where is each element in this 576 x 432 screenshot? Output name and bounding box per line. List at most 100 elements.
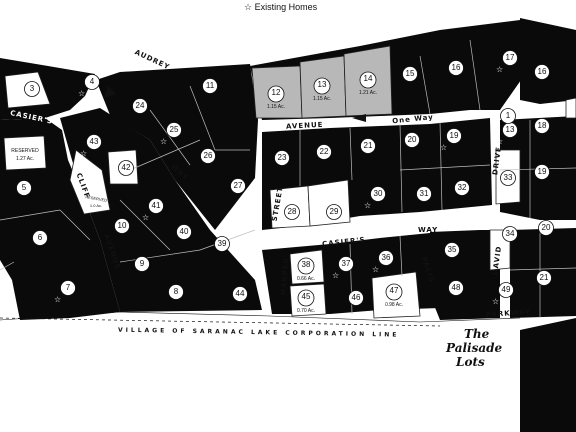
- lot-28[interactable]: 28: [284, 204, 300, 220]
- lot-12[interactable]: 121.15 Ac.: [267, 85, 285, 110]
- lot-7[interactable]: 7☆: [54, 280, 76, 305]
- lot-13[interactable]: 13☆: [496, 122, 518, 147]
- lot-21[interactable]: 21: [360, 138, 376, 154]
- lot-25[interactable]: 25☆: [160, 122, 182, 147]
- lot-42[interactable]: 42: [118, 160, 134, 176]
- lot-6[interactable]: 6: [32, 230, 48, 246]
- lot-8[interactable]: 8: [168, 284, 184, 300]
- lot-23[interactable]: 23: [274, 150, 290, 166]
- lot-35[interactable]: 35: [444, 242, 460, 258]
- lot-19[interactable]: 19: [534, 164, 550, 180]
- lot-circle: [134, 256, 150, 272]
- lot-circle: [313, 77, 331, 95]
- lot-circle: [402, 66, 418, 82]
- street-way-mid: WAY: [418, 226, 438, 234]
- lot-number: 33: [504, 173, 513, 182]
- lot-number: 31: [420, 189, 429, 198]
- lot-number: 3: [30, 84, 35, 93]
- lot-circle: [232, 286, 248, 302]
- lot-32[interactable]: 32: [454, 180, 470, 196]
- street-audrey: AUDREY: [133, 48, 171, 71]
- lot-49[interactable]: 49☆: [492, 282, 514, 307]
- lot-20[interactable]: 20: [404, 132, 420, 148]
- lot-38[interactable]: 380.66 Ac.: [297, 257, 315, 282]
- lot-40[interactable]: 40: [176, 224, 192, 240]
- reserved-west[interactable]: [3, 135, 47, 171]
- lot-11[interactable]: 11: [202, 78, 218, 94]
- lot-number: 27: [234, 181, 243, 190]
- lot-number: 30: [374, 189, 383, 198]
- block-northeast[interactable]: [520, 18, 576, 104]
- lot-37[interactable]: 37☆: [332, 256, 354, 281]
- lot-15[interactable]: 15: [402, 66, 418, 82]
- lot-17[interactable]: 17☆: [496, 50, 518, 75]
- lot-22[interactable]: 22: [316, 144, 332, 160]
- lot-16[interactable]: 16: [448, 60, 464, 76]
- arrows: [104, 86, 366, 122]
- lot-circle: [416, 186, 432, 202]
- reserved-cliff[interactable]: [69, 149, 111, 215]
- white-lot-29[interactable]: [307, 179, 351, 227]
- lot-circle: [448, 280, 464, 296]
- map-title: The Palisade Lots: [445, 327, 503, 369]
- lot-36[interactable]: 36☆: [372, 250, 394, 275]
- block-lower-east[interactable]: [520, 318, 576, 432]
- lot-29[interactable]: 29: [326, 204, 342, 220]
- lot-24[interactable]: 24: [132, 98, 148, 114]
- lot-33[interactable]: 33: [500, 170, 516, 186]
- lot-45[interactable]: 450.70 Ac.: [297, 289, 315, 314]
- lot-number: 5: [22, 183, 27, 192]
- reserved-cliff-label: RESERVED: [85, 194, 108, 203]
- lot-number: 21: [364, 141, 373, 150]
- lot-21[interactable]: 21: [536, 270, 552, 286]
- lot-18[interactable]: 18: [534, 118, 550, 134]
- street-edges: [0, 311, 521, 323]
- block-south-east[interactable]: [430, 230, 500, 320]
- lot-circle: [202, 78, 218, 94]
- lot-41[interactable]: 41☆: [142, 198, 164, 223]
- lot-number: 7: [66, 283, 71, 292]
- lot-9[interactable]: 9: [134, 256, 150, 272]
- lot-43[interactable]: 43☆: [80, 134, 102, 159]
- lot-14[interactable]: 141.21 Ac.: [359, 71, 377, 96]
- street-harper: HARPER: [279, 257, 290, 296]
- lot-44[interactable]: 44: [232, 286, 248, 302]
- lot-circle: [168, 284, 184, 300]
- lot-circle: [448, 60, 464, 76]
- lot-26[interactable]: 26: [200, 148, 216, 164]
- street-parkway: PARKWAY: [486, 308, 531, 319]
- lot-number: 12: [272, 88, 281, 97]
- lot-13[interactable]: 131.15 Ac.: [313, 77, 331, 102]
- lot-30[interactable]: 30☆: [364, 186, 386, 211]
- lot-3[interactable]: 3: [24, 81, 40, 97]
- lot-5[interactable]: 5: [16, 180, 32, 196]
- lot-48[interactable]: 48: [448, 280, 464, 296]
- lot-circle: [24, 81, 40, 97]
- lot-19[interactable]: 19☆: [440, 128, 462, 153]
- home-star-icon: ☆: [496, 137, 503, 146]
- lot-39[interactable]: 39: [214, 236, 230, 252]
- lot-46[interactable]: 46: [348, 290, 364, 306]
- home-star-icon: ☆: [160, 137, 167, 146]
- lot-34[interactable]: 34: [502, 226, 518, 242]
- lot-number: 39: [218, 239, 227, 248]
- lot-1[interactable]: 1: [500, 108, 516, 124]
- lot-27[interactable]: 27: [230, 178, 246, 194]
- title-line-1: The: [464, 327, 490, 341]
- lot-31[interactable]: 31: [416, 186, 432, 202]
- lot-lines: [0, 39, 576, 318]
- lot-circle: [297, 257, 315, 275]
- title-line-3: Lots: [455, 355, 485, 369]
- lot-circle: [502, 50, 518, 66]
- home-star-icon: ☆: [80, 149, 87, 158]
- lot-47[interactable]: 470.98 Ac.☆: [380, 283, 403, 308]
- title-line-2: Palisade: [445, 341, 503, 355]
- lot-4[interactable]: 4☆: [78, 74, 100, 99]
- lot-number: 49: [502, 285, 511, 294]
- lot-20[interactable]: 20: [538, 220, 554, 236]
- east-tab[interactable]: [565, 97, 576, 119]
- lot-16[interactable]: 16: [534, 64, 550, 80]
- home-star-icon: ☆: [54, 295, 61, 304]
- lot-10[interactable]: 10: [114, 218, 130, 234]
- lot-circle: [502, 226, 518, 242]
